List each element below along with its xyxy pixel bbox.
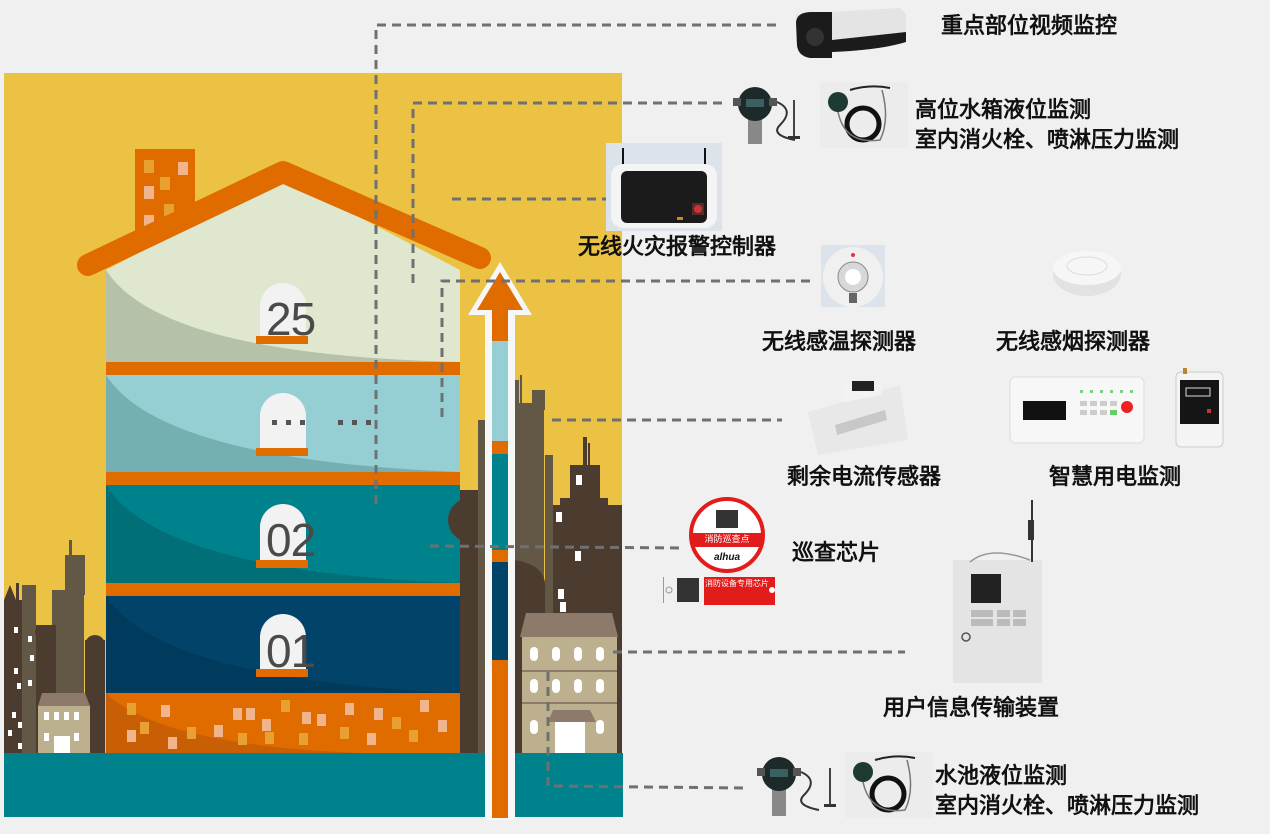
floor-25-wall bbox=[106, 177, 460, 362]
label-smart-power: 智慧用电监测 bbox=[1049, 465, 1182, 490]
basement-windows bbox=[127, 700, 447, 749]
camera-icon bbox=[796, 8, 906, 58]
pressure-sensor-icon bbox=[733, 87, 800, 144]
connector-camera bbox=[374, 23, 776, 510]
tag-brand-logo: alhua bbox=[714, 552, 741, 563]
nfc-tag-icon: alhua bbox=[689, 497, 765, 573]
riser-pipe bbox=[468, 262, 532, 820]
pressure-sensor-icon bbox=[845, 752, 933, 818]
alarm-controller-icon bbox=[606, 143, 722, 231]
ground-left bbox=[4, 753, 488, 817]
label-transmission: 用户信息传输装置 bbox=[883, 696, 1060, 721]
floor-arches bbox=[256, 283, 308, 677]
smoke-detector-icon bbox=[1053, 251, 1121, 296]
transmission-device-icon bbox=[953, 500, 1042, 683]
label-temp-detector: 无线感温探测器 bbox=[762, 330, 917, 355]
label-controller: 无线火灾报警控制器 bbox=[578, 235, 777, 260]
current-sensor-icon bbox=[808, 378, 908, 455]
label-smoke-detector: 无线感烟探测器 bbox=[996, 330, 1151, 355]
pressure-sensor-icon bbox=[820, 82, 908, 148]
label-patrol-chip: 巡查芯片 bbox=[792, 541, 881, 566]
floor-number-01: 01 bbox=[266, 625, 316, 677]
connector-high-tank bbox=[411, 101, 722, 285]
nfc-card-icon bbox=[663, 577, 775, 605]
label-high-tank-line2: 室内消火栓、喷淋压力监测 bbox=[915, 128, 1180, 153]
connector-patrol-chip bbox=[429, 544, 681, 550]
heat-detector-icon bbox=[821, 245, 885, 307]
floor-number-25: 25 bbox=[266, 293, 316, 345]
floor-number-02: 02 bbox=[266, 514, 316, 566]
connector-temp-detector bbox=[440, 279, 810, 418]
label-high-tank-line1: 高位水箱液位监测 bbox=[915, 98, 1092, 123]
label-camera: 重点部位视频监控 bbox=[941, 14, 1118, 39]
connector-lines bbox=[374, 23, 905, 790]
card-text: 消防设备专用芯片 bbox=[705, 579, 769, 588]
tag-text: 消防巡查点 bbox=[704, 535, 750, 545]
ground-right bbox=[514, 753, 623, 817]
label-pool-line1: 水池液位监测 bbox=[935, 764, 1068, 789]
label-pool-line2: 室内消火栓、喷淋压力监测 bbox=[935, 794, 1200, 819]
left-skyline bbox=[4, 540, 105, 760]
label-residual-current: 剩余电流传感器 bbox=[787, 465, 942, 490]
floor-dots bbox=[272, 420, 371, 425]
connector-pool bbox=[546, 672, 746, 790]
power-monitor-icon bbox=[1009, 368, 1224, 448]
pressure-sensor-icon bbox=[757, 757, 836, 816]
right-skyline bbox=[514, 375, 622, 758]
